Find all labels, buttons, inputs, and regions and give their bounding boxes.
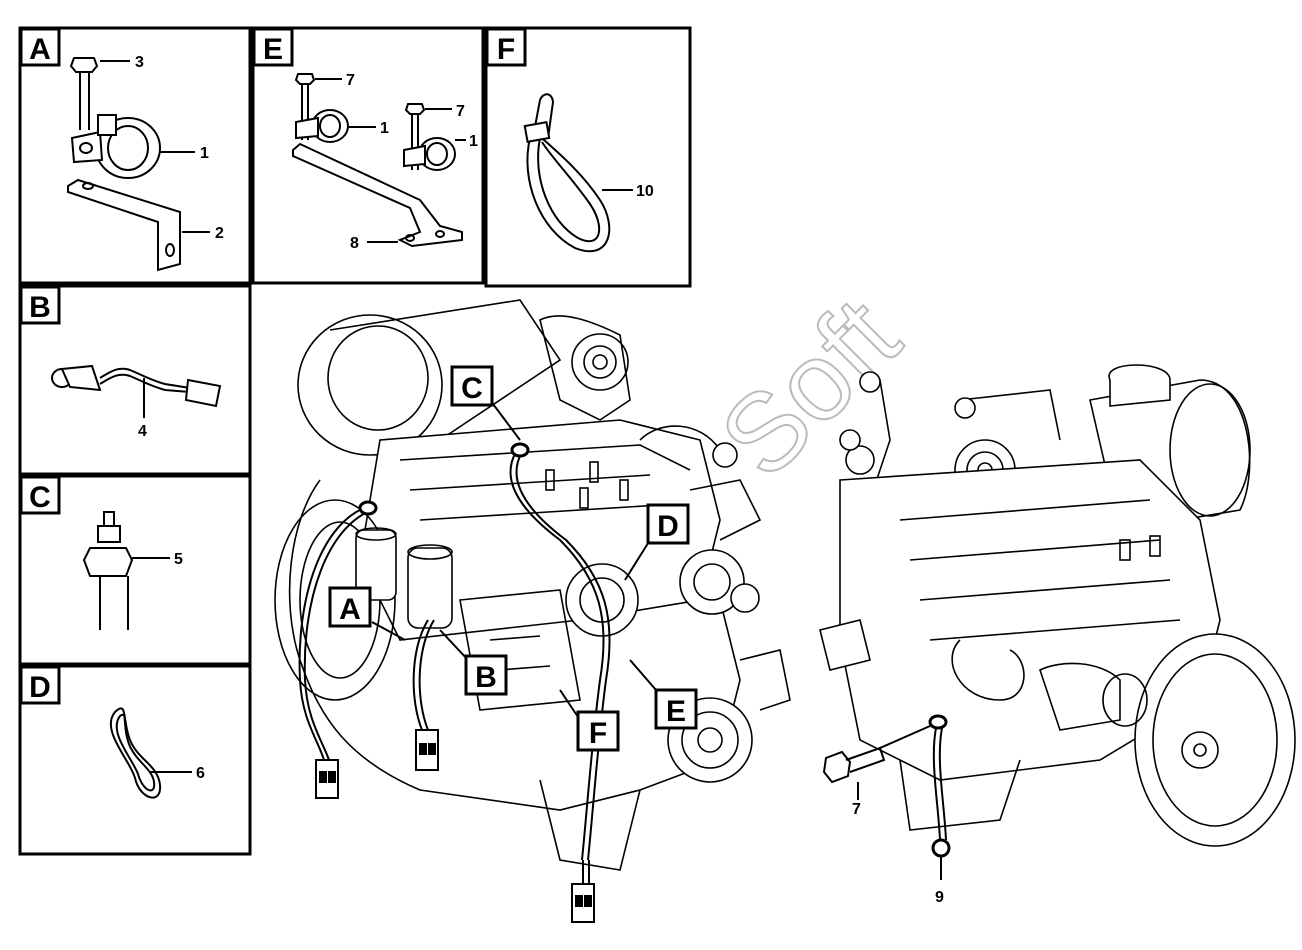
callout-c-5: 5	[174, 551, 183, 568]
watermark: Soft	[697, 275, 922, 500]
callout-e-1a: 1	[380, 120, 389, 137]
panel-c-drawing	[82, 511, 170, 630]
callout-right-7: 7	[852, 801, 861, 818]
left-engine-tag-c: C	[450, 365, 494, 407]
svg-text:A: A	[29, 33, 51, 66]
panel-c-tag: C	[19, 475, 61, 515]
left-engine-tag-b: B	[464, 654, 508, 696]
svg-text:B: B	[475, 661, 497, 694]
left-engine-harnesses	[298, 442, 611, 923]
svg-text:D: D	[29, 671, 51, 704]
panel-letter-boxes: A E F B C D	[19, 27, 527, 705]
panel-a-drawing	[67, 57, 210, 272]
callout-a-3: 3	[135, 54, 144, 71]
right-engine-ground-strap	[822, 714, 951, 880]
left-engine	[274, 299, 791, 871]
panel-e-drawing	[292, 73, 466, 248]
svg-text:D: D	[657, 510, 679, 543]
panel-e-tag: E	[252, 27, 294, 67]
left-engine-tag-e: E	[654, 688, 698, 730]
svg-text:E: E	[263, 33, 283, 66]
right-engine	[819, 364, 1296, 847]
svg-text:A: A	[339, 593, 361, 626]
svg-text:C: C	[29, 481, 51, 514]
callout-e-1b: 1	[469, 133, 478, 150]
callout-right-9: 9	[935, 889, 944, 906]
left-engine-tag-f: F	[576, 710, 620, 752]
left-engine-tag-a: A	[328, 586, 372, 628]
panel-frames	[18, 26, 692, 856]
left-engine-leaders	[371, 399, 657, 721]
panel-f-drawing	[523, 93, 633, 253]
panel-f-tag: F	[485, 27, 527, 67]
panel-b-tag: B	[19, 285, 61, 325]
callout-a-1: 1	[200, 145, 209, 162]
callout-e-8: 8	[350, 235, 359, 252]
panel-d-drawing	[109, 707, 192, 799]
panel-b-drawing	[51, 364, 222, 418]
left-engine-tag-d: D	[646, 503, 690, 545]
panel-a-tag: A	[19, 27, 61, 67]
callout-d-6: 6	[196, 765, 205, 782]
svg-text:F: F	[497, 33, 515, 66]
callout-e-7b: 7	[456, 103, 465, 120]
callout-a-2: 2	[215, 225, 224, 242]
svg-text:E: E	[666, 695, 686, 728]
callout-b-4: 4	[138, 423, 147, 440]
callout-f-10: 10	[636, 183, 654, 200]
svg-text:C: C	[461, 372, 483, 405]
svg-text:F: F	[589, 717, 607, 750]
svg-text:B: B	[29, 291, 51, 324]
callout-e-7a: 7	[346, 72, 355, 89]
panel-d-tag: D	[19, 665, 61, 705]
